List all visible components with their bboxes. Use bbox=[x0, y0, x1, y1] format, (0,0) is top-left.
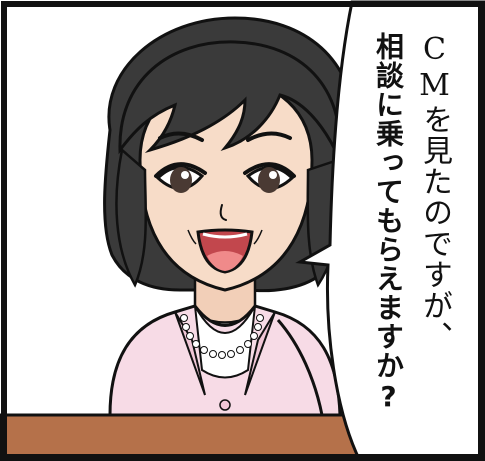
eyebrow-left bbox=[158, 131, 204, 142]
eye-left bbox=[154, 162, 207, 193]
cheek-line-right bbox=[253, 229, 263, 245]
blouse bbox=[194, 305, 256, 379]
mouth bbox=[196, 228, 254, 274]
speech-bubble bbox=[295, 0, 485, 461]
bag-strap bbox=[276, 319, 324, 416]
hair-side-left bbox=[115, 147, 148, 288]
jacket-button bbox=[219, 399, 231, 411]
nose bbox=[219, 204, 227, 221]
lapel-right bbox=[244, 311, 276, 396]
eye-right bbox=[243, 162, 296, 193]
woman-figure bbox=[103, 16, 358, 417]
eyebrow-right bbox=[246, 131, 292, 142]
pearl-necklace bbox=[180, 314, 264, 359]
speech-line-1: CMを見たのですが、 bbox=[417, 32, 452, 352]
cheek-line-left bbox=[187, 229, 197, 245]
hair-bangs bbox=[118, 40, 342, 161]
speech-text: CMを見たのですが、 相談に乗ってもらえますか? bbox=[367, 32, 455, 432]
speech-line-2: 相談に乗ってもらえますか? bbox=[372, 32, 405, 414]
